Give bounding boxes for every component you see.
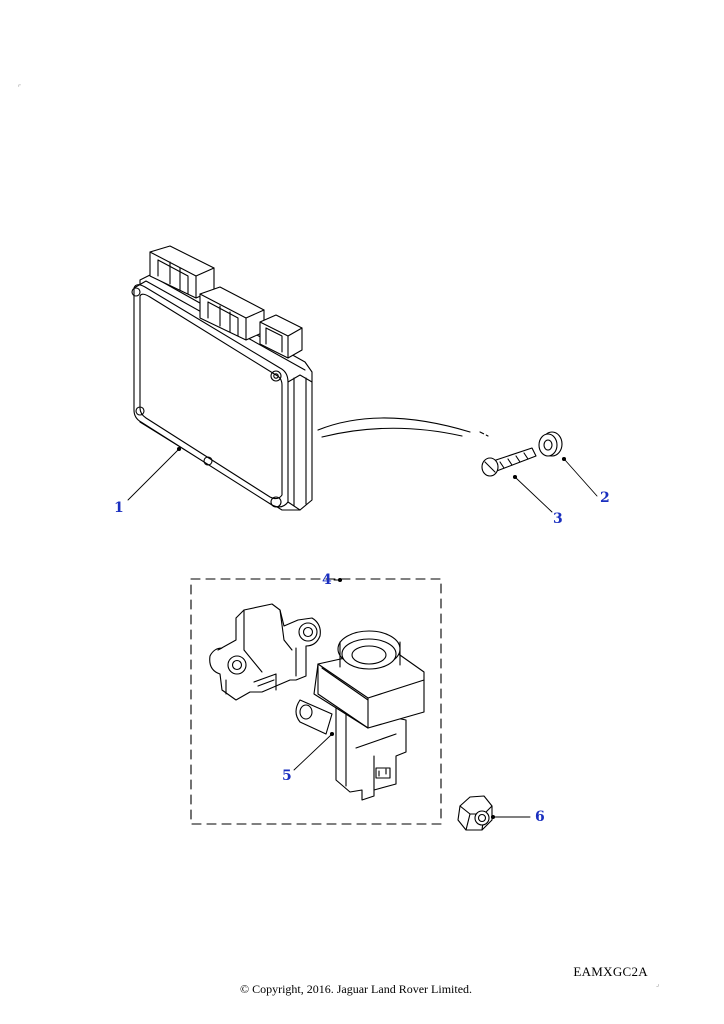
sensor-part-5[interactable]: [295, 630, 425, 801]
corner-mark-bottom-right: ⌟: [656, 980, 660, 988]
callout-1[interactable]: 1: [114, 500, 124, 516]
copyright-notice: © Copyright, 2016. Jaguar Land Rover Lim…: [239, 982, 473, 996]
fixing-location-curve: [317, 417, 471, 433]
callout-5[interactable]: 5: [282, 768, 292, 784]
control-module-part-1[interactable]: [131, 245, 313, 511]
callout-3[interactable]: 3: [553, 511, 563, 527]
kit-boundary-part-4: [190, 578, 442, 825]
callout-6[interactable]: 6: [535, 809, 545, 825]
sensor-bracket[interactable]: [209, 603, 321, 701]
leader-lines: [127, 446, 598, 820]
callout-4[interactable]: 4: [322, 572, 332, 588]
callout-2[interactable]: 2: [600, 490, 610, 506]
illustration-reference-code: EAMXGC2A: [573, 964, 648, 979]
grommet-part-2[interactable]: [538, 431, 563, 457]
corner-mark-top-left: ⌜: [18, 84, 22, 92]
nut-part-6[interactable]: [457, 795, 493, 831]
screw-part-3[interactable]: [481, 447, 537, 477]
fixing-location-curve-2: [321, 427, 463, 438]
